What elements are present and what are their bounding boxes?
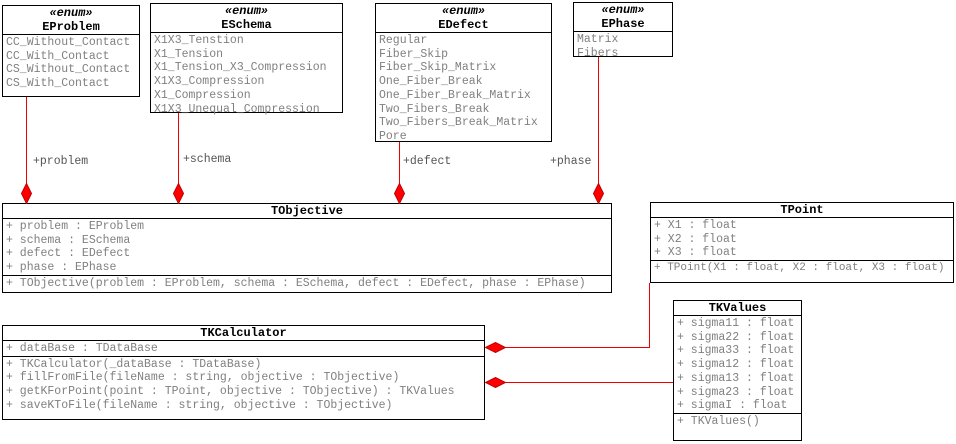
attribute-row: + defect : EDefect [6, 247, 131, 261]
class-name: TPoint [780, 203, 824, 217]
operation-row: + getKForPoint(point : TPoint, objective… [6, 385, 455, 399]
operations-compartment: + TPoint(X1 : float, X2 : float, X3 : fl… [651, 260, 953, 282]
edge-label-defect: +defect [403, 155, 452, 168]
composition-diamond-icon [485, 342, 506, 353]
operation-row: + TKCalculator(_dataBase : TDataBase) [6, 357, 262, 371]
class-header: TObjective [3, 204, 611, 218]
edge-label-problem: +problem [33, 155, 89, 168]
attribute-row: + sigma12 : float [677, 358, 795, 372]
class-name: TKCalculator [200, 326, 287, 340]
attribute-row: + sigma23 : float [677, 385, 795, 399]
attribute-row: + sigma22 : float [677, 330, 795, 344]
enum-literal: X1_Compression [154, 88, 251, 102]
operation-row: + saveKToFile(fileName : string, objecti… [6, 398, 393, 412]
enum-literal: X1X3_Compression [154, 75, 265, 89]
enum-literal: CS_Without_Contact [6, 63, 131, 77]
class-name: EDefect [438, 18, 489, 32]
operations-compartment: + TObjective(problem : EProblem, schema … [3, 274, 611, 292]
class-tpoint[interactable]: TPoint + X1 : float + X2 : float + X3 : … [650, 202, 954, 283]
enum-literal: Two_Fibers_Break [379, 102, 490, 116]
operation-row: + TObjective(problem : EProblem, schema … [6, 276, 586, 290]
class-stereotype: «enum» [49, 6, 93, 20]
class-header: TKValues [674, 301, 801, 315]
operation-row: + fillFromFile(fileName : string, object… [6, 371, 400, 385]
composition-problem-line[interactable] [25, 97, 27, 185]
enum-literal: CS_With_Contact [6, 77, 110, 91]
class-name: EProblem [42, 20, 100, 34]
operation-row: + TPoint(X1 : float, X2 : float, X3 : fl… [654, 262, 945, 275]
enum-literal: Two_Fibers_Break_Matrix [379, 116, 538, 130]
class-header: «enum» EPhase [574, 3, 672, 32]
attributes-compartment: + X1 : float + X2 : float + X3 : float [651, 217, 953, 260]
enum-literal: Fiber_Skip_Matrix [379, 61, 497, 75]
class-name: TKValues [708, 301, 767, 315]
class-eproblem[interactable]: «enum» EProblem CC_Without_Contact CC_Wi… [2, 5, 140, 97]
enum-literal: X1_Tension_X3_Compression [154, 61, 327, 75]
class-tkvalues[interactable]: TKValues + sigma11 : float + sigma22 : f… [673, 300, 802, 441]
class-name: EPhase [601, 17, 645, 31]
operation-row: + TKValues() [677, 414, 760, 428]
class-stereotype: «enum» [601, 3, 645, 17]
enum-literal: Pore [379, 129, 407, 143]
composition-defect-line[interactable] [398, 142, 400, 185]
enum-literal: CC_With_Contact [6, 49, 110, 63]
enum-literal: One_Fiber_Break [379, 75, 483, 89]
operations-compartment: + TKCalculator(_dataBase : TDataBase) + … [3, 355, 484, 419]
class-header: «enum» EProblem [3, 6, 139, 35]
attribute-row: + X1 : float [654, 219, 737, 232]
class-header: TKCalculator [3, 326, 484, 340]
class-header: TPoint [651, 203, 953, 217]
class-tobjective[interactable]: TObjective + problem : EProblem + schema… [2, 203, 612, 293]
class-name: ESchema [221, 18, 272, 32]
operations-compartment: + TKValues() [674, 412, 801, 440]
enum-literal: X1_Tension [154, 47, 224, 61]
attribute-row: + phase : EPhase [6, 261, 117, 275]
enum-literal: Fiber_Skip [379, 47, 449, 61]
enum-literal: One_Fiber_Break_Matrix [379, 88, 531, 102]
enum-literal: Matrix [577, 33, 619, 46]
attribute-row: + sigma33 : float [677, 344, 795, 358]
attributes-compartment: X1X3_Tenstion X1_Tension X1_Tension_X3_C… [151, 32, 342, 116]
composition-diamond-icon [21, 183, 32, 204]
attribute-row: + dataBase : TDataBase [6, 342, 158, 355]
attributes-compartment: Regular Fiber_Skip Fiber_Skip_Matrix One… [376, 32, 551, 144]
enum-literal: X1X3_Tenstion [154, 34, 244, 47]
composition-tpoint-line-vertical[interactable] [648, 283, 650, 348]
composition-phase-line[interactable] [597, 57, 599, 185]
class-stereotype: «enum» [224, 4, 269, 18]
composition-schema-line[interactable] [177, 113, 179, 185]
attributes-compartment: CC_Without_Contact CC_With_Contact CS_Wi… [3, 34, 139, 96]
attribute-row: + sigmaI : float [677, 399, 788, 413]
attribute-row: + X3 : float [654, 246, 737, 260]
attribute-row: + sigma11 : float [677, 317, 795, 330]
attributes-compartment: Matrix Fibers [574, 31, 672, 60]
class-header: «enum» ESchema [151, 4, 342, 33]
attribute-row: + problem : EProblem [6, 220, 145, 233]
enum-literal: X1X3_Unequal_Compression [154, 102, 320, 116]
composition-diamond-icon [173, 183, 184, 204]
attributes-compartment: + problem : EProblem + schema : ESchema … [3, 218, 611, 275]
class-edefect[interactable]: «enum» EDefect Regular Fiber_Skip Fiber_… [375, 3, 552, 144]
edge-label-phase: +phase [550, 155, 592, 168]
class-eschema[interactable]: «enum» ESchema X1X3_Tenstion X1_Tension … [150, 3, 343, 116]
class-header: «enum» EDefect [376, 4, 551, 33]
composition-diamond-icon [485, 377, 506, 388]
enum-literal: Regular [379, 34, 428, 47]
attribute-row: + X2 : float [654, 232, 737, 246]
attributes-compartment: + sigma11 : float + sigma22 : float + si… [674, 315, 801, 413]
composition-tkvalues-line[interactable] [505, 381, 673, 383]
attributes-compartment: + dataBase : TDataBase [3, 340, 484, 356]
class-tkcalculator[interactable]: TKCalculator + dataBase : TDataBase + TK… [2, 325, 485, 420]
class-name: TObjective [270, 204, 343, 218]
edge-label-schema: +schema [183, 153, 232, 166]
enum-literal: CC_Without_Contact [6, 36, 131, 49]
attribute-row: + schema : ESchema [6, 233, 131, 247]
enum-literal: Fibers [577, 46, 619, 60]
composition-tpoint-line-horizontal[interactable] [505, 346, 650, 348]
composition-diamond-icon [394, 183, 405, 204]
class-ephase[interactable]: «enum» EPhase Matrix Fibers [573, 2, 673, 60]
attribute-row: + sigma13 : float [677, 371, 795, 385]
class-stereotype: «enum» [441, 4, 486, 18]
composition-diamond-icon [593, 183, 604, 204]
